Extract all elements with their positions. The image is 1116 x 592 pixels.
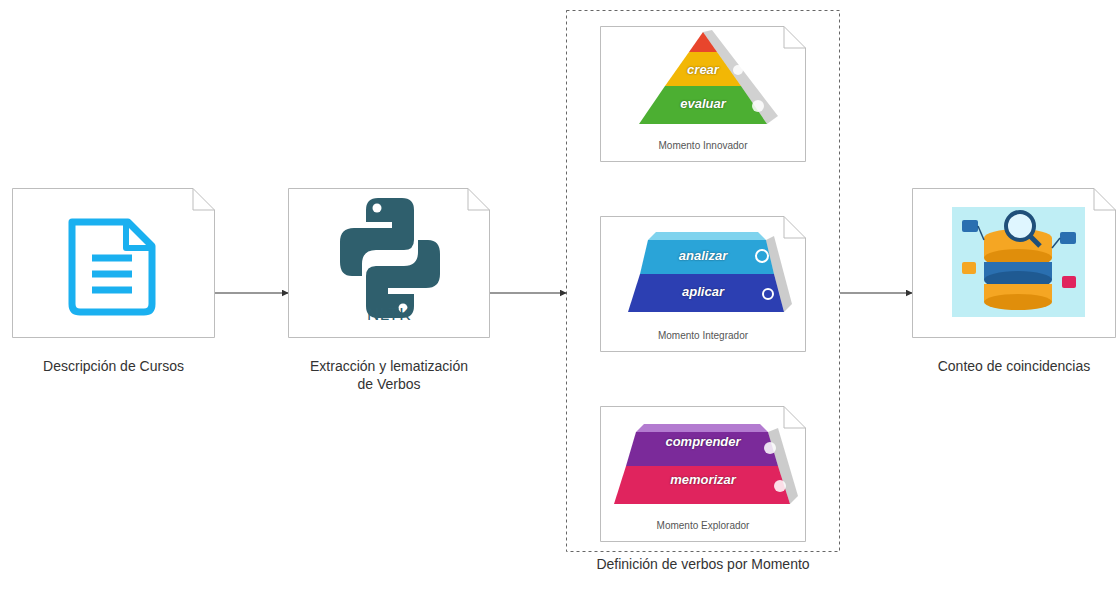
node-caption: Momento Integrador — [603, 330, 803, 343]
database-icon — [952, 207, 1085, 317]
document-border — [913, 189, 1116, 338]
level-label: crear — [653, 62, 753, 78]
input-document: Descripción de Cursos — [12, 188, 215, 338]
document-border — [601, 27, 806, 162]
level-label: analizar — [653, 248, 753, 264]
flow-arrow — [490, 292, 566, 293]
node-caption: Momento Explorador — [603, 520, 803, 533]
node-caption: Extracción y lematización de Verbos — [309, 358, 469, 393]
pyramid-middle — [628, 232, 792, 312]
level-label: comprender — [643, 434, 763, 450]
folded-corner — [784, 407, 806, 429]
document-border — [601, 217, 806, 352]
flow-arrow — [215, 292, 288, 293]
group-container: Definición de verbos por Momentocreareva… — [566, 10, 840, 552]
level-label: memorizar — [643, 472, 763, 488]
node-caption: Conteo de coincidencias — [902, 358, 1116, 376]
node-caption: Momento Innovador — [603, 140, 803, 153]
document-border — [601, 407, 806, 542]
folded-corner — [468, 189, 490, 211]
dashed-border — [567, 11, 840, 552]
level-label: aplicar — [653, 284, 753, 300]
process-document: NLTKExtracción y lematización de Verbos — [288, 188, 490, 338]
folded-corner — [1094, 189, 1116, 211]
pyramid-top — [639, 30, 778, 124]
folded-corner — [193, 189, 215, 211]
document-border — [13, 189, 215, 338]
flow-arrow — [840, 292, 912, 293]
moment-box: comprender memorizarMomento Explorador — [600, 406, 806, 542]
node-outline — [12, 188, 215, 338]
node-caption: Descripción de Cursos — [0, 358, 235, 376]
pyramid-bottom — [614, 424, 798, 504]
node-caption: Definición de verbos por Momento — [556, 556, 850, 574]
node-outline — [566, 10, 840, 552]
moment-box: analizar aplicarMomento Integrador — [600, 216, 806, 352]
moment-box: crear evaluarMomento Innovador — [600, 26, 806, 162]
output-document: Conteo de coincidencias — [912, 188, 1116, 338]
folded-corner — [784, 27, 806, 49]
document-border — [289, 189, 490, 338]
level-label: evaluar — [653, 96, 753, 112]
node-outline — [912, 188, 1116, 338]
folded-corner — [784, 217, 806, 239]
python-logo — [340, 198, 440, 318]
logo-label: NLTK — [288, 304, 490, 325]
document-icon — [72, 222, 152, 312]
